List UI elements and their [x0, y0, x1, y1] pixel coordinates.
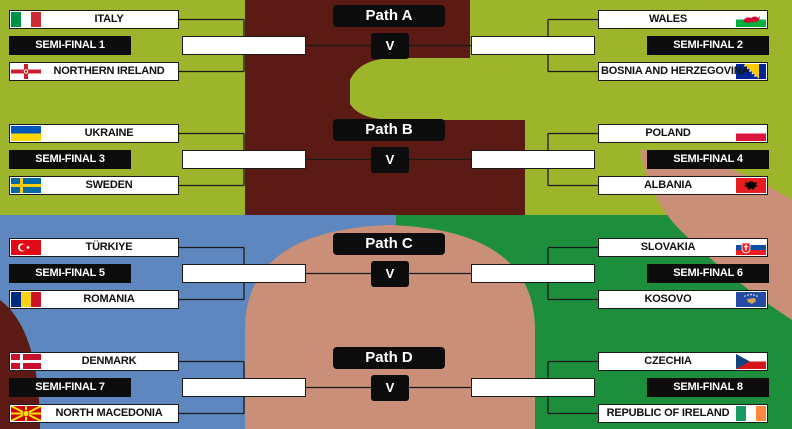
team-northern-ireland[interactable]: NORTHERN IRELAND [9, 62, 179, 81]
team-name: DENMARK [81, 355, 137, 367]
path-c-label: Path C [333, 233, 445, 255]
semi-final-2-winner-slot[interactable] [471, 36, 595, 55]
czechia-flag-icon [736, 354, 766, 369]
northern-ireland-flag-icon [11, 64, 41, 79]
denmark-flag-icon [11, 354, 41, 369]
semi-final-5-label: SEMI-FINAL 5 [9, 264, 131, 283]
path-a-label: Path A [333, 5, 445, 27]
team-kosovo[interactable]: KOSOVO [598, 290, 768, 309]
team-name: ALBANIA [643, 179, 693, 191]
sweden-flag-icon [11, 178, 41, 193]
albania-flag-icon [736, 178, 766, 193]
path-a-vs: V [371, 33, 409, 59]
team-name: REPUBLIC OF IRELAND [606, 407, 730, 419]
team-romania[interactable]: ROMANIA [9, 290, 179, 309]
team-name: ROMANIA [83, 293, 135, 305]
team-name: NORTHERN IRELAND [53, 65, 165, 77]
team-north-macedonia[interactable]: NORTH MACEDONIA [9, 404, 179, 423]
path-d-vs: V [371, 375, 409, 401]
team-republic-of-ireland[interactable]: REPUBLIC OF IRELAND [598, 404, 768, 423]
team-name: UKRAINE [84, 127, 134, 139]
team-name: SLOVAKIA [640, 241, 696, 253]
semi-final-7-winner-slot[interactable] [182, 378, 306, 397]
team-name: ITALY [94, 13, 124, 25]
team-bosnia-and-herzegovina[interactable]: BOSNIA AND HERZEGOVINA [598, 62, 768, 81]
team-sweden[interactable]: SWEDEN [9, 176, 179, 195]
team-denmark[interactable]: DENMARK [9, 352, 179, 371]
semi-final-4-winner-slot[interactable] [471, 150, 595, 169]
semi-final-5-winner-slot[interactable] [182, 264, 306, 283]
semi-final-6-winner-slot[interactable] [471, 264, 595, 283]
romania-flag-icon [11, 292, 41, 307]
ireland-flag-icon [736, 406, 766, 421]
connector-lines [179, 18, 598, 415]
team-italy[interactable]: ITALY [9, 10, 179, 29]
semi-final-1-winner-slot[interactable] [182, 36, 306, 55]
turkiye-flag-icon [11, 240, 41, 255]
team-name: WALES [648, 13, 688, 25]
team-name: TÜRKIYE [85, 241, 133, 253]
italy-flag-icon [11, 12, 41, 27]
north-macedonia-flag-icon [11, 406, 41, 421]
team-ukraine[interactable]: UKRAINE [9, 124, 179, 143]
team-poland[interactable]: POLAND [598, 124, 768, 143]
team-name: CZECHIA [644, 355, 692, 367]
bg-salmon-dome [245, 225, 535, 429]
bg-maroon-shape [245, 0, 525, 215]
semi-final-6-label: SEMI-FINAL 6 [647, 264, 769, 283]
slovakia-flag-icon [736, 240, 766, 255]
team-albania[interactable]: ALBANIA [598, 176, 768, 195]
path-b-label: Path B [333, 119, 445, 141]
team-name: NORTH MACEDONIA [55, 407, 163, 419]
path-c-vs: V [371, 261, 409, 287]
team-wales[interactable]: WALES [598, 10, 768, 29]
team-czechia[interactable]: CZECHIA [598, 352, 768, 371]
semi-final-8-label: SEMI-FINAL 8 [647, 378, 769, 397]
semi-final-8-winner-slot[interactable] [471, 378, 595, 397]
semi-final-2-label: SEMI-FINAL 2 [647, 36, 769, 55]
team-turkiye[interactable]: TÜRKIYE [9, 238, 179, 257]
path-b-vs: V [371, 147, 409, 173]
poland-flag-icon [736, 126, 766, 141]
ukraine-flag-icon [11, 126, 41, 141]
team-slovakia[interactable]: SLOVAKIA [598, 238, 768, 257]
path-d-label: Path D [333, 347, 445, 369]
semi-final-4-label: SEMI-FINAL 4 [647, 150, 769, 169]
semi-final-7-label: SEMI-FINAL 7 [9, 378, 131, 397]
bosnia-flag-icon [736, 64, 766, 79]
team-name: POLAND [645, 127, 691, 139]
team-name: BOSNIA AND HERZEGOVINA [601, 65, 750, 77]
kosovo-flag-icon [736, 292, 766, 307]
semi-final-3-winner-slot[interactable] [182, 150, 306, 169]
team-name: SWEDEN [85, 179, 133, 191]
semi-final-1-label: SEMI-FINAL 1 [9, 36, 131, 55]
semi-final-3-label: SEMI-FINAL 3 [9, 150, 131, 169]
team-name: KOSOVO [644, 293, 692, 305]
wales-flag-icon [736, 12, 766, 27]
